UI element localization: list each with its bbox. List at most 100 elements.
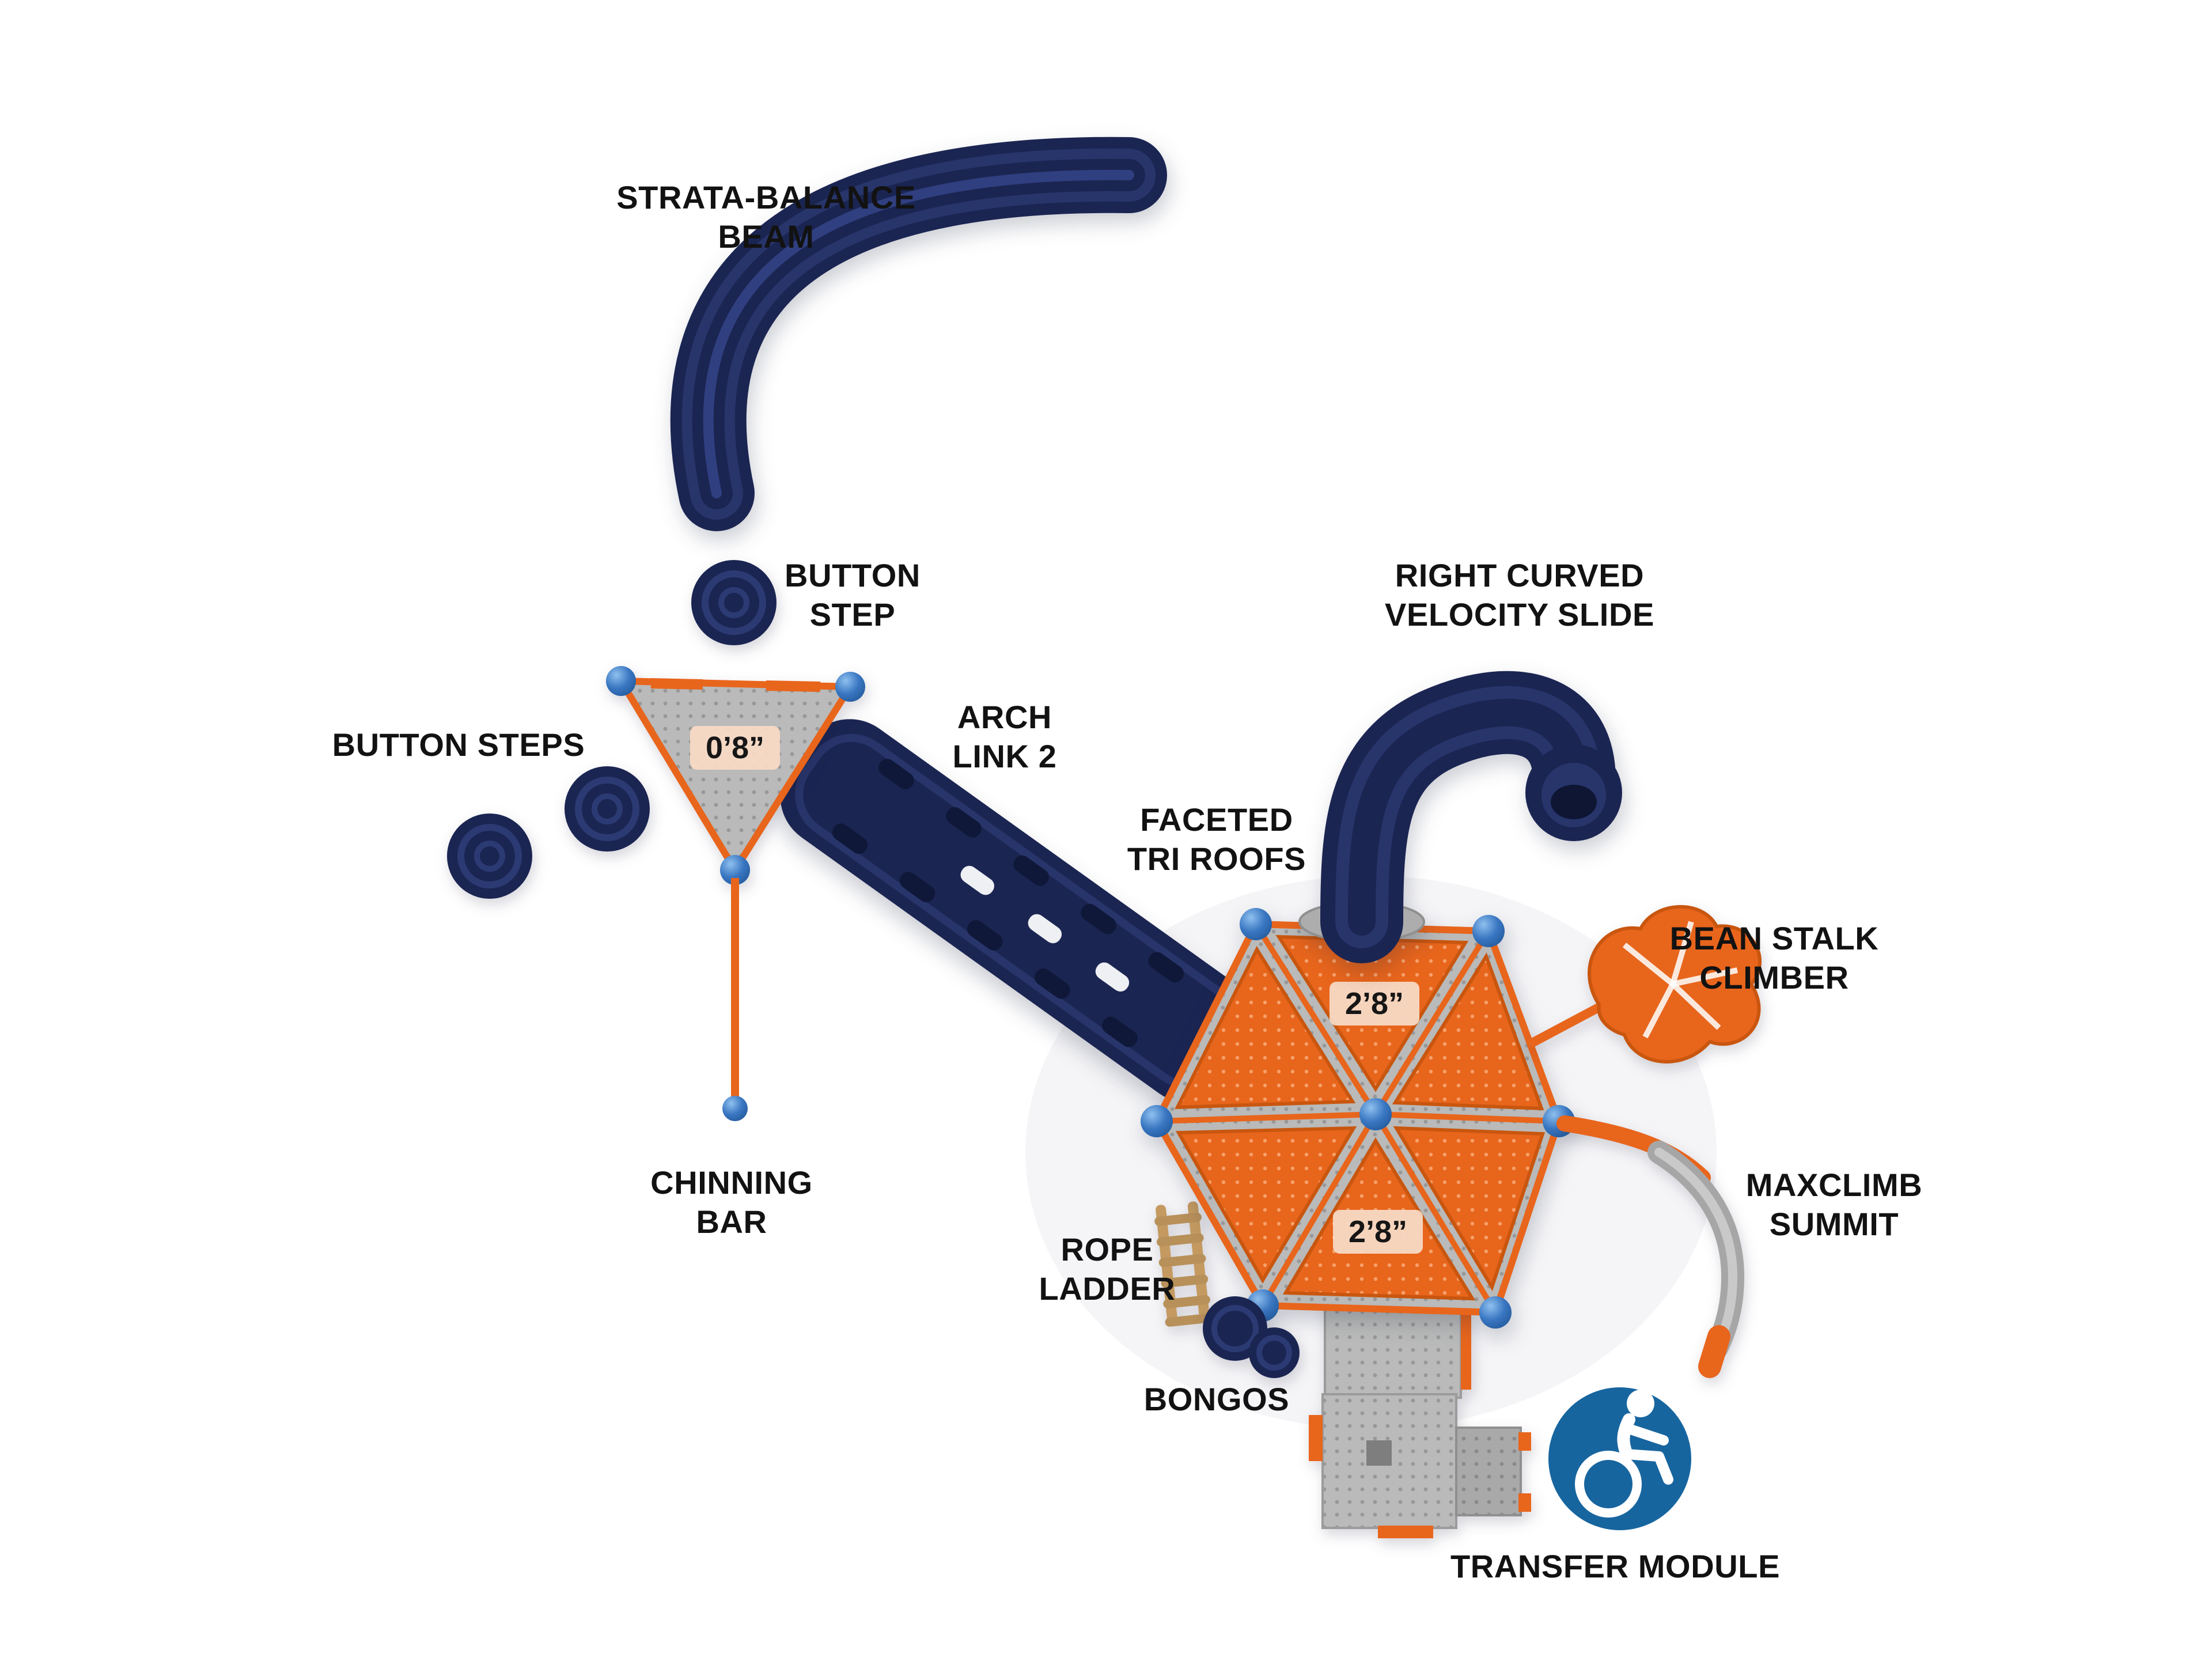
bongo-rim <box>1256 1335 1292 1371</box>
connector-ball <box>1141 1105 1173 1137</box>
wheelchair-head <box>1627 1390 1654 1417</box>
faceted-tri-roof-tower: 2’8” 2’8” <box>1141 908 1575 1329</box>
transfer-module-shape <box>1309 1295 1531 1538</box>
leaf-split <box>1642 982 1676 1039</box>
transfer-hatch <box>1366 1440 1392 1466</box>
label-bongos: BONGOS <box>1143 1382 1290 1417</box>
connector-ball <box>722 1096 748 1121</box>
connector-ball <box>606 666 636 696</box>
bongo-drum-small <box>1249 1327 1300 1378</box>
connector-ball <box>1359 1098 1392 1130</box>
roof-facet <box>1175 945 1356 1110</box>
arch-link-slot <box>946 807 982 838</box>
rope-ladder-shape <box>1154 1201 1213 1327</box>
wheelchair-wheel <box>1575 1451 1642 1518</box>
arch-link-body <box>780 719 1259 1103</box>
label-rope-ladder: ROPE LADDER <box>1039 1232 1176 1307</box>
ladder-rung <box>1165 1313 1213 1327</box>
accessibility-icon <box>1548 1387 1691 1530</box>
button-step-ring-inner <box>718 587 749 618</box>
ladder-rung <box>1154 1212 1202 1226</box>
transfer-rail <box>1518 1493 1531 1512</box>
roof-ridge <box>1373 1113 1498 1314</box>
arch-link-hole <box>1028 914 1062 944</box>
transfer-rail <box>1309 1415 1323 1461</box>
triangle-deck: 0’8” <box>606 666 865 885</box>
connector-ball <box>835 672 865 702</box>
label-button-step: BUTTON STEP <box>785 558 921 633</box>
ladder-rung <box>1158 1254 1206 1267</box>
arch-link-slot <box>899 872 935 903</box>
connector-ball <box>1240 908 1272 940</box>
chip-bg <box>1333 1210 1423 1254</box>
chip-bg <box>1330 982 1419 1026</box>
chip-bg <box>690 726 780 770</box>
triangle-deck-surface <box>615 677 857 877</box>
arch-link-slot <box>967 920 1003 951</box>
arch-link-slot <box>1034 968 1070 999</box>
label-right-curved-velocity-slide: RIGHT CURVED VELOCITY SLIDE <box>1385 558 1654 633</box>
button-steps-pair <box>447 766 650 899</box>
arch-link-hole <box>1095 962 1130 992</box>
bongo-rim <box>1211 1305 1259 1352</box>
ladder-rung <box>1156 1233 1204 1247</box>
maxclimb-tip <box>1698 1325 1730 1378</box>
transfer-rail <box>1378 1526 1433 1538</box>
wheelchair-leg <box>1622 1449 1673 1485</box>
ladder-rung <box>1161 1274 1209 1288</box>
leaf-split <box>1670 921 1694 985</box>
strata-balance-beam-shape <box>670 137 1167 531</box>
arch-link-slot <box>1148 952 1184 983</box>
leaf-split <box>1671 982 1721 1030</box>
height-chip-lower: 2’8” <box>1333 1210 1423 1254</box>
label-maxclimb-summit: MAXCLIMB SUMMIT <box>1745 1167 1923 1243</box>
height-label: 2’8” <box>1345 986 1404 1021</box>
leaf-split <box>1622 943 1675 986</box>
label-bean-stalk-climber: BEAN STALK CLIMBER <box>1669 921 1879 996</box>
roof-ridge <box>1253 922 1378 1116</box>
roof-ridge <box>1375 1111 1559 1124</box>
beam-rib-center <box>703 169 1134 498</box>
wheelchair-arm <box>1624 1424 1669 1446</box>
height-chip-upper: 2’8” <box>1330 982 1419 1026</box>
deck-entry-rail <box>650 678 703 690</box>
roof-ridge <box>1156 1111 1376 1124</box>
label-faceted-tri-roofs: FACETED TRI ROOFS <box>1127 802 1306 877</box>
button-step-ring-inner <box>592 793 623 824</box>
maxclimb-summit-shape <box>1556 1115 1745 1378</box>
roof-ridge <box>1260 1113 1378 1307</box>
roof-facet <box>1393 1126 1546 1292</box>
button-step-ring <box>457 824 522 888</box>
button-step-ring <box>575 777 639 841</box>
velocity-slide-shape <box>1298 671 1622 963</box>
connector-ball <box>1472 915 1505 947</box>
transfer-rail <box>1518 1432 1531 1451</box>
leaf-stem <box>1528 1000 1608 1047</box>
chinning-bar-shape <box>722 878 748 1121</box>
arch-link-slot <box>1102 1016 1138 1047</box>
deck-entry-rail <box>766 680 821 692</box>
transfer-step <box>1455 1427 1522 1516</box>
roof-facet <box>1175 1126 1357 1284</box>
transfer-rail <box>1461 1314 1471 1390</box>
connector-ball <box>1479 1296 1512 1329</box>
slide-tube-core <box>1348 698 1588 936</box>
roof-facet <box>1392 952 1544 1111</box>
ladder-rung <box>1163 1295 1210 1308</box>
slide-exit-opening <box>1551 785 1597 819</box>
label-button-steps: BUTTON STEPS <box>332 727 585 763</box>
bean-stalk-climber-shape <box>1528 905 1762 1064</box>
leaf-split <box>1672 967 1738 987</box>
arch-link-slot <box>832 823 868 854</box>
maxclimb-band-highlight <box>1654 1148 1738 1353</box>
label-strata-balance-beam: STRATA-BALANCE BEAM <box>616 180 916 255</box>
height-label: 0’8” <box>706 731 764 765</box>
button-step-ring <box>702 570 766 635</box>
height-label: 2’8” <box>1349 1214 1407 1249</box>
bongos-shape <box>1203 1296 1300 1378</box>
label-transfer-module: TRANSFER MODULE <box>1450 1549 1781 1584</box>
arch-link-slot <box>878 759 914 790</box>
label-chinning-bar: CHINNING BAR <box>650 1165 813 1240</box>
arch-link-hole <box>960 865 995 895</box>
